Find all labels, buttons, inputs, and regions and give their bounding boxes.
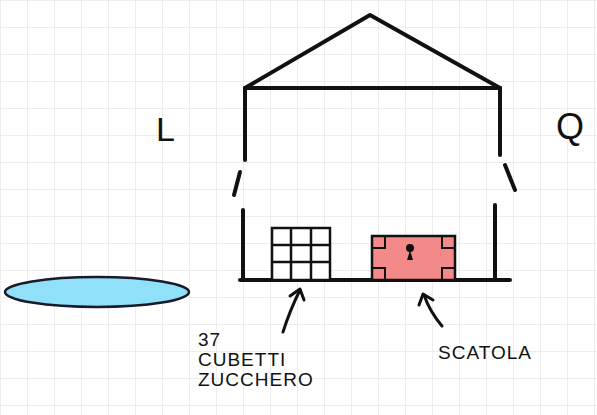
left-wall	[241, 210, 245, 280]
leader-arrow	[283, 289, 304, 332]
eave-line	[245, 86, 500, 90]
callout-label: SCATOLA	[438, 343, 532, 363]
callout-label: 37 CUBETTI ZUCCHERO	[198, 330, 314, 390]
puddle	[5, 277, 189, 307]
box-symbol	[372, 236, 455, 280]
side-label: Q	[556, 108, 585, 146]
roof	[245, 15, 500, 88]
sugar-cubes	[272, 228, 330, 280]
right-door	[505, 165, 515, 190]
leader-arrow	[419, 294, 442, 326]
left-wall	[243, 88, 247, 160]
side-label: L	[156, 112, 176, 148]
house-outline	[234, 15, 515, 280]
left-door	[234, 172, 240, 195]
right-wall	[498, 88, 502, 155]
right-wall	[493, 205, 497, 280]
